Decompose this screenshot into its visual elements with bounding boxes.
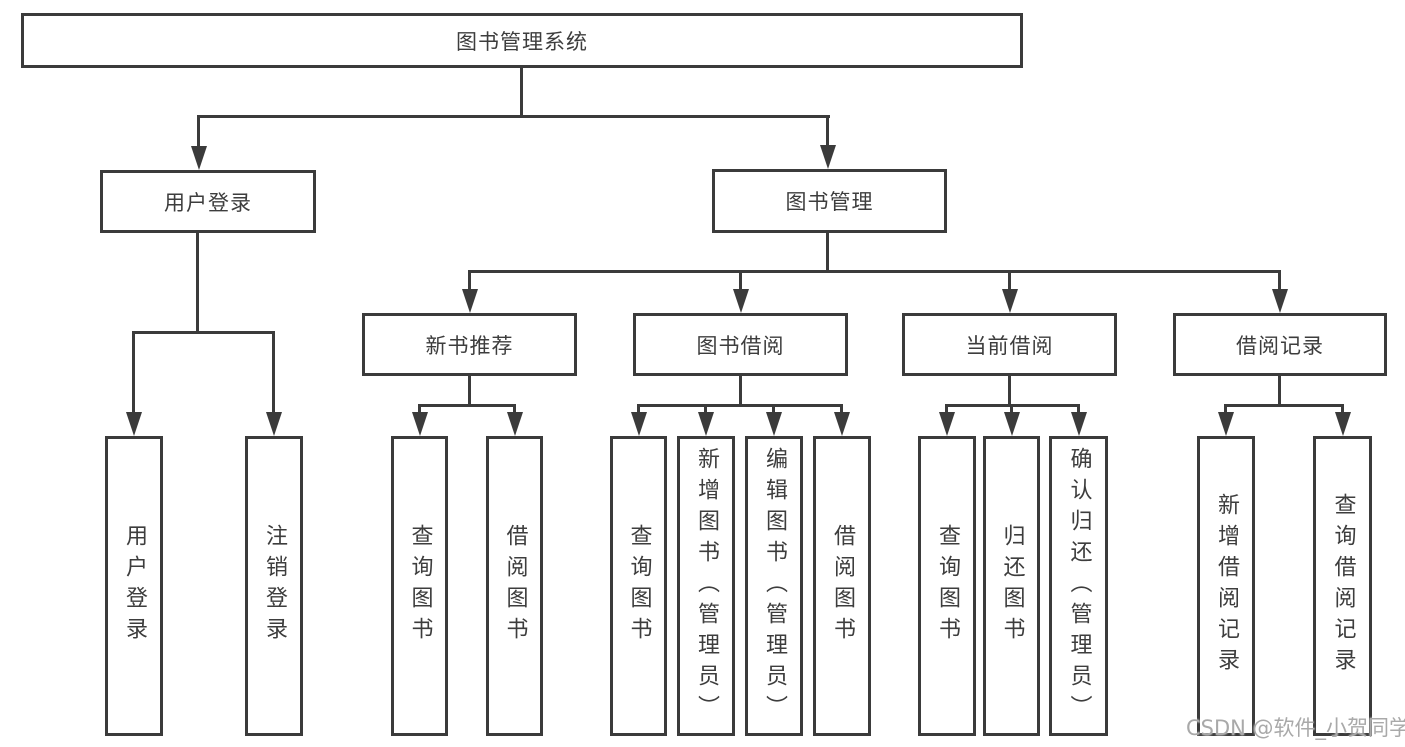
- leaf-edit-book-admin: 编辑图书（管理员）: [745, 436, 803, 736]
- connector-arrow: [1070, 407, 1087, 436]
- node-label: 图书管理: [785, 190, 874, 214]
- leaf-user-login: 用户登录: [105, 436, 163, 736]
- connector-vline: [1278, 376, 1281, 407]
- connector-vline: [468, 376, 471, 407]
- connector-vline: [1008, 376, 1011, 407]
- connector-arrow: [125, 333, 142, 436]
- node-label: 查询图书: [407, 524, 433, 648]
- connector-hline: [132, 331, 275, 334]
- node-label: 查询借阅记录: [1330, 493, 1356, 679]
- node-book-management: 图书管理: [712, 169, 947, 233]
- node-library-system: 图书管理系统: [21, 13, 1023, 68]
- leaf-add-borrow-record: 新增借阅记录: [1197, 436, 1255, 736]
- node-label: 借阅记录: [1236, 333, 1324, 358]
- connector-hline: [418, 404, 516, 407]
- connector-arrow: [630, 407, 647, 436]
- connector-arrow: [506, 407, 523, 436]
- connector-vline: [196, 233, 199, 333]
- connector-arrow: [411, 407, 428, 436]
- connector-arrow: [765, 407, 782, 436]
- node-label: 查询图书: [626, 524, 652, 648]
- node-label: 图书借阅: [696, 333, 785, 358]
- connector-hline: [945, 404, 1080, 407]
- node-borrow-records: 借阅记录: [1173, 313, 1387, 376]
- connector-arrow: [833, 407, 850, 436]
- leaf-confirm-return-admin: 确认归还（管理员）: [1049, 436, 1108, 736]
- connector-arrow: [1001, 272, 1018, 313]
- csdn-watermark: CSDN @软件_小贺同学: [1186, 716, 1405, 740]
- leaf-logout: 注销登录: [245, 436, 303, 736]
- connector-hline: [637, 404, 843, 407]
- connector-arrow: [1217, 407, 1234, 436]
- connector-hline: [197, 115, 830, 118]
- leaf-return-book: 归还图书: [983, 436, 1040, 736]
- node-label: 当前借阅: [965, 333, 1054, 358]
- node-book-borrow: 图书借阅: [633, 313, 848, 376]
- node-label: 新增借阅记录: [1214, 493, 1239, 679]
- connector-arrow: [938, 407, 955, 436]
- node-label: 查询图书: [935, 524, 960, 648]
- leaf-query-books: 查询图书: [918, 436, 976, 736]
- leaf-borrow-books: 借阅图书: [486, 436, 543, 736]
- node-label: 借阅图书: [830, 524, 855, 648]
- connector-vline: [739, 376, 742, 407]
- node-label: 归还图书: [999, 524, 1025, 648]
- node-new-book-recommend: 新书推荐: [362, 313, 577, 376]
- leaf-query-books: 查询图书: [391, 436, 448, 736]
- connector-arrow: [1271, 272, 1288, 313]
- leaf-borrow-books: 借阅图书: [813, 436, 871, 736]
- node-label: 编辑图书（管理员）: [762, 446, 787, 726]
- node-label: 注销登录: [262, 524, 287, 648]
- node-label: 用户登录: [164, 190, 252, 215]
- leaf-query-books: 查询图书: [610, 436, 667, 736]
- node-label: 借阅图书: [502, 524, 528, 648]
- connector-hline: [468, 270, 1281, 273]
- node-label: 新书推荐: [425, 333, 514, 358]
- connector-arrow: [190, 117, 207, 170]
- leaf-query-borrow-record: 查询借阅记录: [1313, 436, 1372, 736]
- connector-arrow: [732, 272, 749, 313]
- node-label: 新增图书（管理员）: [694, 446, 719, 726]
- connector-vline: [520, 68, 523, 117]
- connector-hline: [1224, 404, 1344, 407]
- connector-arrow: [697, 407, 714, 436]
- node-current-borrow: 当前借阅: [902, 313, 1117, 376]
- connector-vline: [826, 233, 829, 272]
- connector-arrow: [1334, 407, 1351, 436]
- node-label: 用户登录: [122, 524, 147, 648]
- node-label: 图书管理系统: [456, 29, 588, 54]
- leaf-add-book-admin: 新增图书（管理员）: [677, 436, 735, 736]
- node-user-login: 用户登录: [100, 170, 316, 233]
- node-label: 确认归还（管理员）: [1066, 446, 1092, 726]
- connector-arrow: [265, 333, 282, 436]
- connector-arrow: [461, 272, 478, 313]
- connector-arrow: [1003, 407, 1020, 436]
- connector-arrow: [819, 117, 836, 169]
